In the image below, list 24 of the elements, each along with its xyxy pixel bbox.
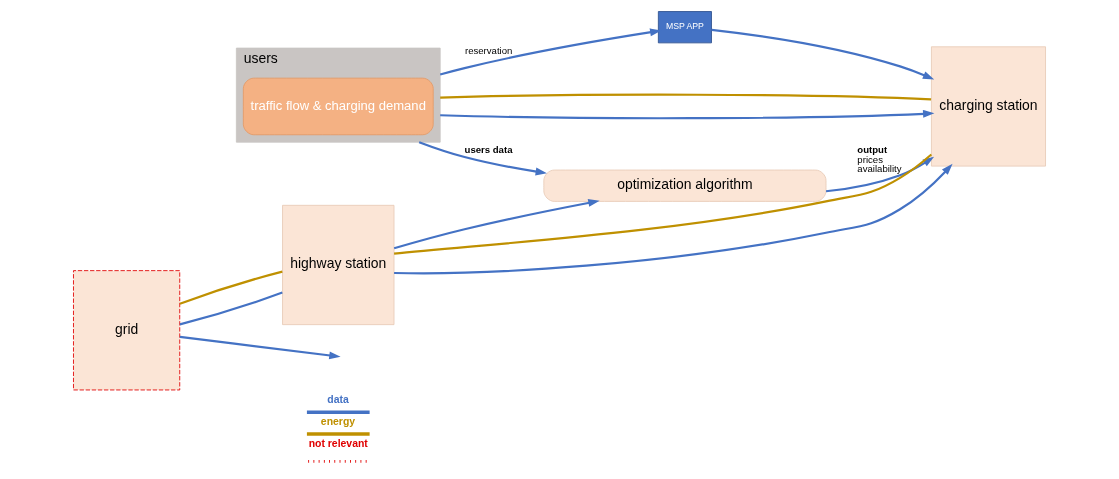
- connector: [440, 93, 932, 101]
- connector: [179, 270, 283, 305]
- arrow: [825, 156, 935, 193]
- arrow: [393, 199, 600, 250]
- arrow: [440, 109, 935, 120]
- node-box: optimization algorithm: [543, 169, 827, 202]
- edge-label: reservation: [465, 44, 513, 56]
- edge-label: users data: [464, 144, 513, 156]
- arrow: [418, 141, 547, 176]
- node-box: MSP APP: [657, 11, 712, 44]
- node-box: grid: [73, 270, 181, 391]
- edge-label: output prices availability: [857, 144, 902, 175]
- node-box: highway station: [282, 204, 395, 326]
- arrow: [439, 28, 662, 76]
- arrow: [179, 335, 341, 360]
- arrow: [711, 28, 935, 80]
- legend-label: energy: [320, 415, 356, 427]
- legend-label: data: [327, 394, 349, 406]
- connector: [394, 153, 933, 255]
- legend-label: not relevant: [308, 437, 368, 449]
- node-box: traffic flow & charging demand: [242, 77, 434, 136]
- arrow: [394, 163, 953, 275]
- node-box: charging station: [931, 46, 1046, 167]
- connector: [179, 291, 283, 326]
